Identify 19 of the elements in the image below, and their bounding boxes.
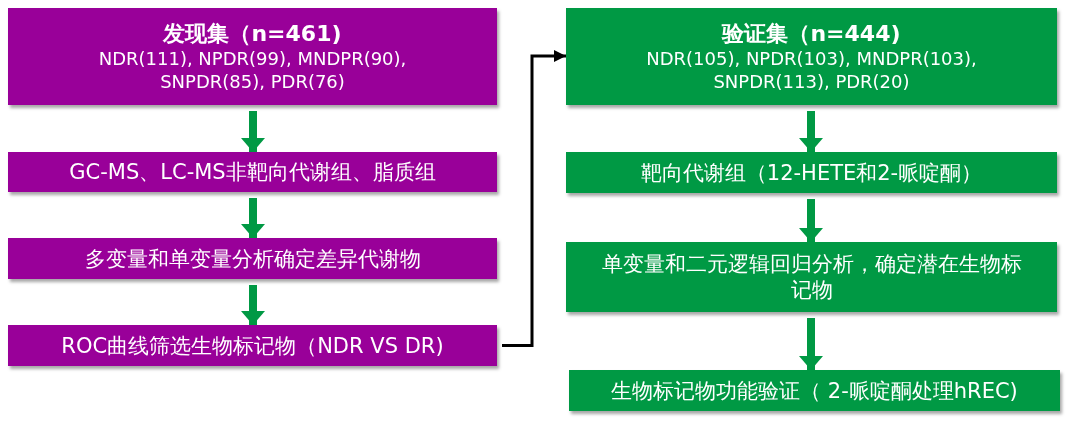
process-box xyxy=(8,8,497,105)
box-text: 生物标记物功能验证（ 2-哌啶酮处理hREC) xyxy=(610,377,1019,404)
box-text: ROC曲线筛选生物标记物（NDR VS DR) xyxy=(60,332,445,359)
arrow xyxy=(502,50,566,347)
box-text: 多变量和单变量分析确定差异代谢物 xyxy=(83,245,422,272)
box-heading: 验证集（n=444) xyxy=(722,20,901,47)
process-box xyxy=(566,242,1057,312)
box-text: 靶向代谢组（12-HETE和2-哌啶酮） xyxy=(639,159,984,186)
process-box xyxy=(8,152,497,192)
box-text: 单变量和二元逻辑回归分析，确定潜在生物标记物 xyxy=(600,251,1023,303)
box-heading: 发现集（n=461) xyxy=(163,20,342,47)
process-box xyxy=(8,325,497,366)
process-box xyxy=(569,370,1060,411)
box-text: GC-MS、LC-MS非靶向代谢组、脂质组 xyxy=(68,159,437,185)
process-box xyxy=(566,152,1057,193)
box-text: NDR(105), NPDR(103), MNDPR(103), SNPDR(113), PDR(20) xyxy=(645,46,978,93)
process-box xyxy=(566,8,1057,105)
box-text: NDR(111), NPDR(99), MNDPR(90), SNPDR(85), PDR(76) xyxy=(97,46,408,93)
process-box xyxy=(8,238,497,279)
